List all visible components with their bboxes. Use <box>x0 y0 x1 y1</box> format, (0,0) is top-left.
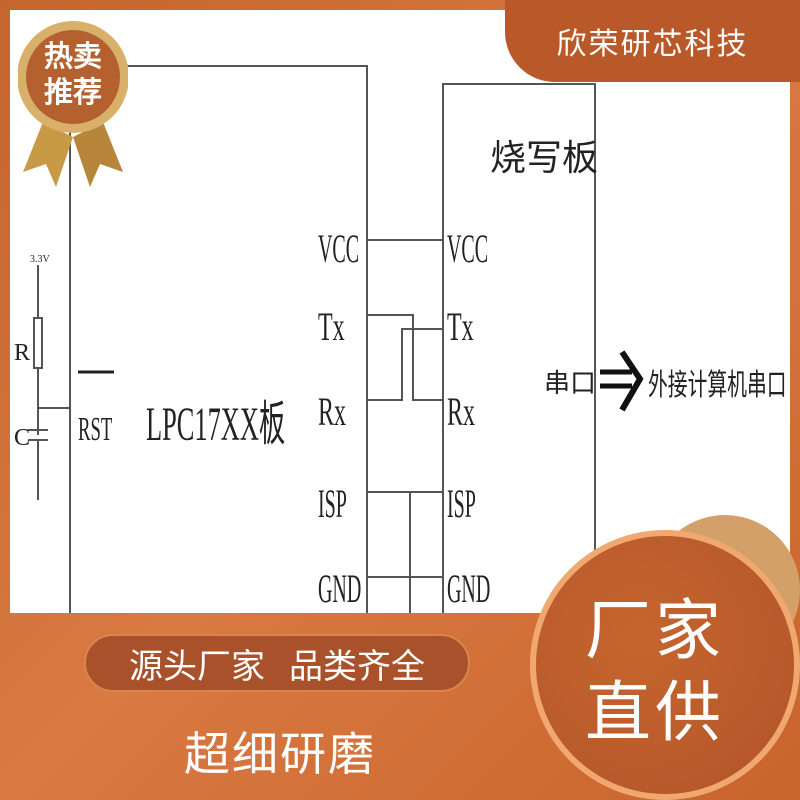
wires <box>367 239 443 613</box>
serial-label: 串口 <box>544 369 596 398</box>
rst-label: RST <box>78 410 112 447</box>
mcu-box-outline <box>69 65 368 613</box>
burner-box-outline <box>442 83 596 613</box>
pill-left-text: 源头厂家 <box>129 646 265 687</box>
badge-text: 热卖 推荐 <box>28 38 118 110</box>
badge-line2: 推荐 <box>43 75 102 109</box>
factory-direct-text: 厂家 直供 <box>585 590 775 754</box>
pin-left-isp: ISP <box>318 482 347 526</box>
c-label: C <box>14 425 30 451</box>
hot-sale-badge-icon <box>18 21 128 187</box>
rc-circuit <box>28 265 70 500</box>
pin-right-vcc: VCC <box>447 227 488 271</box>
badge-line1: 热卖 <box>43 39 102 73</box>
pin-right-rx: Rx <box>447 391 475 435</box>
pin-right-tx: Tx <box>447 306 474 350</box>
pin-left-vcc: VCC <box>318 227 359 271</box>
double-arrow-right-icon <box>600 350 644 412</box>
slogan: 超细研磨 <box>184 727 376 781</box>
pin-left-rx: Rx <box>318 391 346 435</box>
r-label: R <box>14 340 30 366</box>
pin-right-gnd: GND <box>447 567 490 611</box>
circle-line1: 厂家 <box>585 592 725 669</box>
product-image-panel <box>10 10 790 613</box>
pin-left-gnd: GND <box>318 567 361 611</box>
circle-line2: 直供 <box>585 674 725 751</box>
feature-pill: 源头厂家 品类齐全 <box>84 634 470 692</box>
pin-right-isp: ISP <box>447 482 476 526</box>
resistor-icon <box>33 317 43 369</box>
brand-tab: 欣荣研芯科技 <box>505 0 800 82</box>
external-serial-label: 外接计算机串口 <box>648 369 787 402</box>
mcu-label: LPC17XX板 <box>146 398 285 451</box>
voltage-label: 3.3V <box>30 254 51 265</box>
pin-left-tx: Tx <box>318 306 345 350</box>
burner-label: 烧写板 <box>490 138 598 178</box>
pill-right-text: 品类齐全 <box>289 646 425 687</box>
factory-direct-circle <box>530 530 800 800</box>
